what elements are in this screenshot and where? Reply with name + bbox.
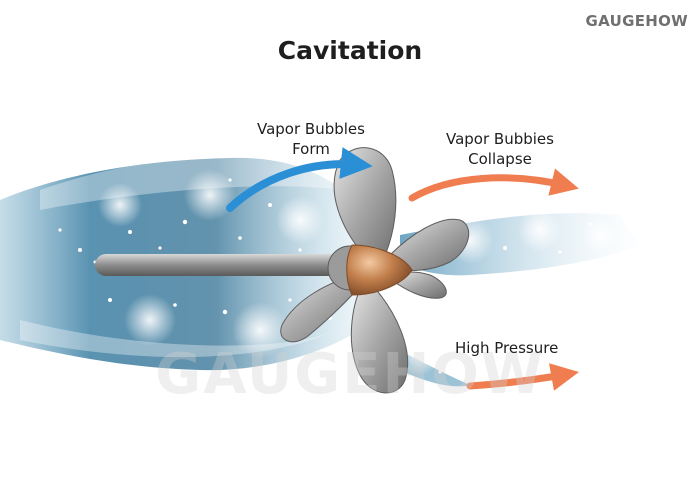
propeller-blade-left bbox=[280, 274, 363, 343]
vapor-bubbles bbox=[58, 169, 627, 375]
propeller-shaft bbox=[95, 254, 365, 276]
page-title: Cavitation bbox=[277, 36, 423, 65]
brand-logo: GAUGEHOW bbox=[585, 12, 688, 30]
propeller-hub-cone bbox=[346, 244, 413, 296]
bubbles-collapse-label-line2: Collapse bbox=[468, 150, 532, 168]
bubbles-form-label-line2: Form bbox=[292, 140, 330, 158]
high-pressure-label: High Pressure bbox=[455, 339, 559, 357]
propeller-blade-bottom bbox=[350, 284, 409, 394]
watermark: GAUGEHOW bbox=[155, 342, 545, 407]
bubbles-collapse-arrow bbox=[408, 168, 579, 202]
bubbles-form-arrow bbox=[226, 147, 373, 212]
bubbles-collapse-label: Vapor Bubbies Collapse bbox=[420, 129, 580, 169]
high-pressure-arrow bbox=[466, 363, 580, 391]
propeller-blade-right bbox=[389, 218, 470, 271]
bubbles-form-label-line1: Vapor Bubbles bbox=[257, 120, 365, 138]
bubbles-form-label: Vapor Bubbles Form bbox=[236, 119, 386, 159]
bubbles-collapse-label-line1: Vapor Bubbies bbox=[446, 130, 554, 148]
